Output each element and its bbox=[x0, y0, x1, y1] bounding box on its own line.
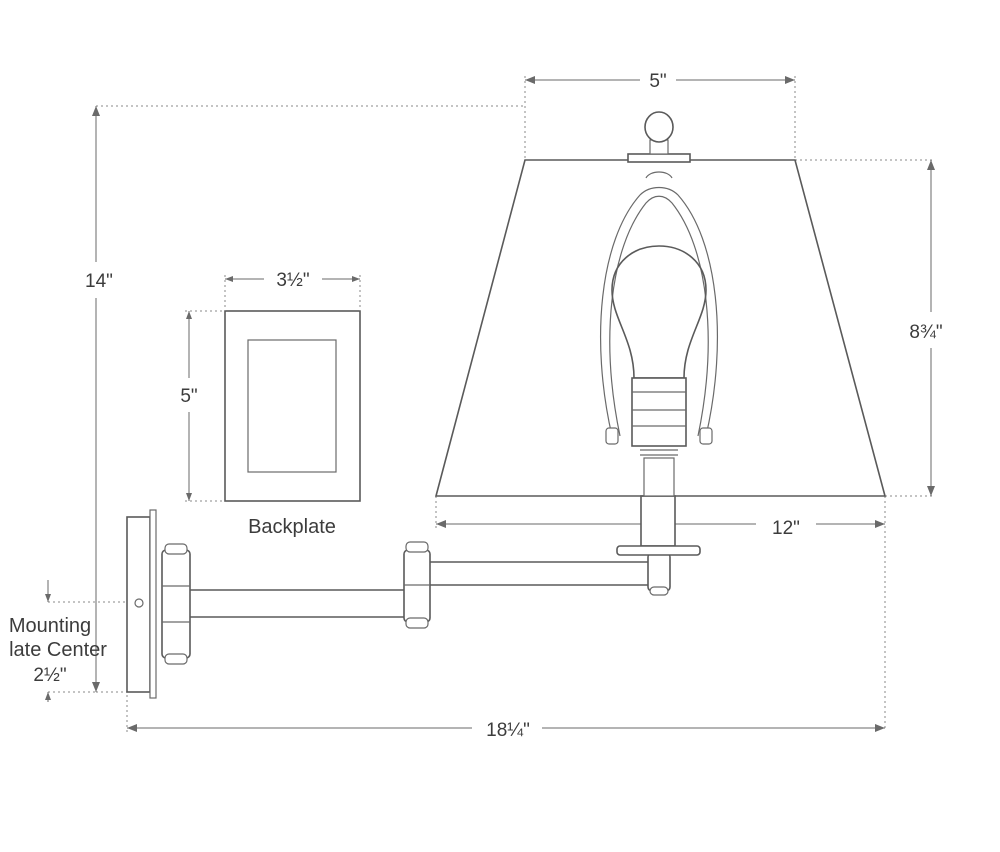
swing-arm bbox=[161, 541, 671, 665]
mounting-center-label: 2½" bbox=[33, 665, 66, 686]
finial bbox=[627, 111, 691, 179]
backplate-inner bbox=[247, 339, 337, 473]
mounting-center-dimension: Mounting late Center 2½" bbox=[9, 580, 140, 702]
overall-extension-dimension: 18¼" bbox=[126, 690, 885, 741]
backplate-height-label: 5" bbox=[180, 386, 197, 407]
backplate-detail: 3½" 5" Backplate bbox=[180, 270, 361, 538]
overall-extension-label: 18¼" bbox=[486, 720, 530, 741]
mounting-label-line2: late Center bbox=[9, 639, 107, 661]
shade-top-width-label: 5" bbox=[649, 71, 666, 92]
shade-height-dimension: 8¾" bbox=[795, 159, 943, 497]
shade-bottom-width-label: 12" bbox=[772, 518, 800, 539]
shade-top-width-dimension: 5" bbox=[524, 71, 796, 158]
overall-height-label: 14" bbox=[85, 271, 113, 292]
light-bulb bbox=[611, 245, 707, 497]
backplate-outer bbox=[224, 310, 361, 502]
shade-bottom-width-dimension: 12" bbox=[435, 496, 886, 730]
shade-height-label: 8¾" bbox=[909, 322, 942, 343]
wall-plate bbox=[126, 509, 157, 699]
backplate-label: Backplate bbox=[248, 516, 336, 538]
lamp-shade bbox=[434, 159, 887, 497]
lamp-harp bbox=[599, 186, 719, 445]
overall-height-dimension: 14" bbox=[85, 105, 525, 693]
backplate-width-label: 3½" bbox=[276, 270, 309, 291]
mounting-label-line1: Mounting bbox=[9, 615, 91, 637]
lamp-stem bbox=[616, 495, 701, 556]
